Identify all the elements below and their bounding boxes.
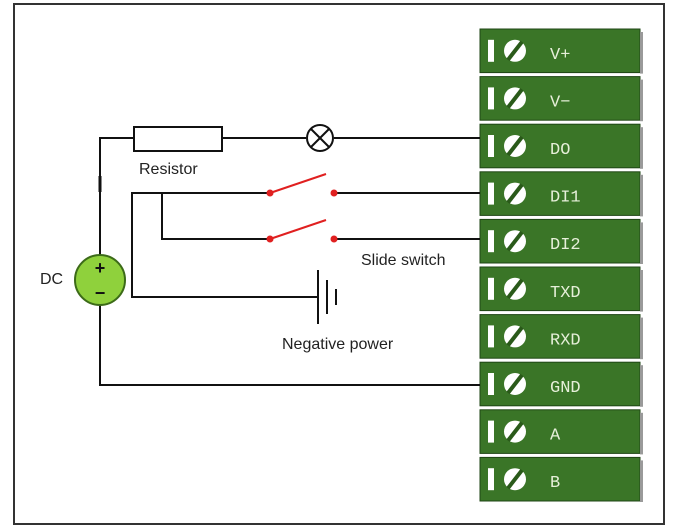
terminal-slot-icon <box>488 182 494 205</box>
wire-negative-common <box>131 192 318 298</box>
screw-slot <box>506 183 524 204</box>
terminal-label: V+ <box>550 46 570 65</box>
terminal-body <box>479 76 641 121</box>
terminal-label: A <box>550 427 561 446</box>
lamp-cross-b <box>310 128 330 148</box>
terminal-slot-icon <box>488 277 494 300</box>
label-dc: DC <box>40 271 63 288</box>
terminal-slot-icon <box>488 230 494 253</box>
terminal-shadow <box>640 365 643 407</box>
terminal-label: DO <box>550 141 570 160</box>
terminal-b: B <box>479 456 643 502</box>
terminal-shadow <box>640 174 643 217</box>
terminal-vplus: V+ <box>479 28 643 74</box>
terminal-slot-icon <box>488 373 494 395</box>
terminal-shadow <box>640 460 643 502</box>
screw-slot <box>506 373 524 395</box>
terminal-slot-icon <box>488 325 494 348</box>
terminal-label: DI2 <box>550 236 581 255</box>
terminal-slot-icon <box>488 420 494 443</box>
terminal-shadow <box>640 32 643 74</box>
screw-slot <box>506 88 524 109</box>
terminal-shadow <box>640 412 643 455</box>
dc-source <box>74 254 126 306</box>
terminal-txd: TXD <box>479 266 643 312</box>
screw-slot <box>506 326 524 347</box>
terminal-label: B <box>550 474 560 493</box>
screw-slot <box>506 230 524 252</box>
terminal-label: GND <box>550 379 581 398</box>
terminal-label: RXD <box>550 331 581 350</box>
terminal-shadow <box>640 270 643 312</box>
screw-slot <box>506 135 524 157</box>
switch-2-contact-a <box>266 235 274 243</box>
terminal-di1: DI1 <box>479 171 643 217</box>
terminal-shadow <box>640 127 643 169</box>
dc-minus-sign: − <box>95 283 106 303</box>
wire-dc-positive <box>99 137 134 255</box>
dc-plus-sign: + <box>95 258 106 278</box>
wire-dc-negative-gnd <box>99 305 480 386</box>
screw-slot <box>506 421 524 442</box>
terminal-shadow <box>640 222 643 264</box>
switch-2-contact-b <box>330 235 338 243</box>
terminal-slot-icon <box>488 39 494 62</box>
terminal-slot-icon <box>488 468 494 491</box>
label-negative-power: Negative power <box>282 336 394 353</box>
resistor-symbol <box>133 126 223 152</box>
terminal-shadow <box>640 317 643 360</box>
terminal-slot-icon <box>488 135 494 157</box>
terminal-label: TXD <box>550 284 581 303</box>
terminal-a: A <box>479 409 643 455</box>
terminal-di2: DI2 <box>479 218 643 264</box>
switch-1-contact-b <box>330 189 338 197</box>
terminal-shadow <box>640 79 643 122</box>
terminal-rxd: RXD <box>479 314 643 360</box>
wire-switch2-common <box>161 193 270 240</box>
terminal-label: V− <box>550 93 570 112</box>
screw-slot <box>506 468 524 490</box>
terminal-slot-icon <box>488 87 494 110</box>
switch-1-arm <box>269 173 327 194</box>
label-slide-switch: Slide switch <box>361 252 445 269</box>
terminal-do: DO <box>479 123 643 169</box>
terminal-label: DI1 <box>550 189 581 208</box>
switch-1-contact-a <box>266 189 274 197</box>
terminal-vminus: V− <box>479 76 643 122</box>
wires: + − <box>74 124 480 386</box>
terminal-gnd: GND <box>479 361 643 407</box>
screw-slot <box>506 278 524 300</box>
screw-slot <box>506 40 524 62</box>
switch-2-arm <box>269 219 327 240</box>
label-resistor: Resistor <box>139 161 198 178</box>
